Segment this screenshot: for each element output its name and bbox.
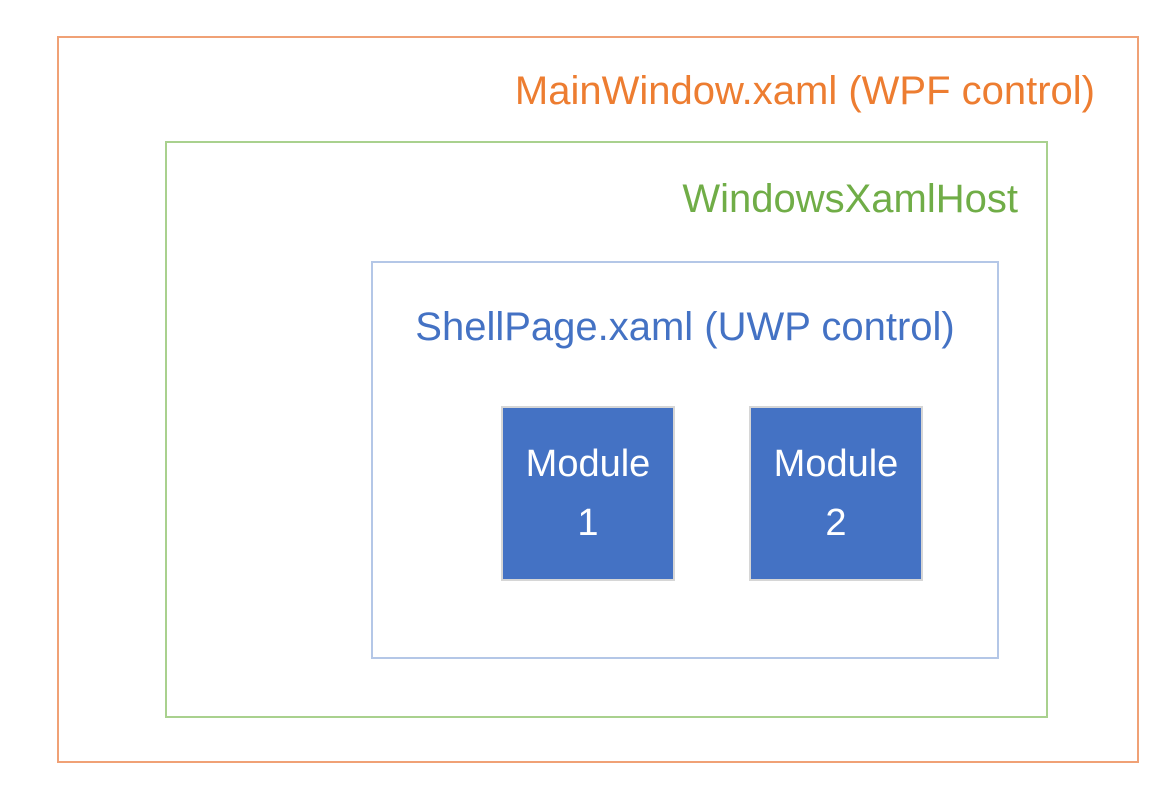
module-2-label-line2: 2 [825, 501, 847, 544]
windowsxamlhost-box: WindowsXamlHost ShellPage.xaml (UWP cont… [165, 141, 1048, 718]
mainwindow-wpf-label: MainWindow.xaml (WPF control) [514, 69, 1095, 113]
module-1-label-line1: Module [525, 442, 651, 485]
windowsxamlhost-label: WindowsXamlHost [682, 177, 1018, 221]
module-1-box: Module 1 [501, 406, 675, 581]
shellpage-uwp-label: ShellPage.xaml (UWP control) [415, 305, 955, 349]
module-2-box: Module 2 [749, 406, 923, 581]
module-2-label-line1: Module [773, 442, 899, 485]
module-1-label-line2: 1 [577, 501, 599, 544]
shellpage-uwp-box: ShellPage.xaml (UWP control) Module 1 Mo… [371, 261, 999, 659]
mainwindow-wpf-box: MainWindow.xaml (WPF control) WindowsXam… [57, 36, 1139, 763]
